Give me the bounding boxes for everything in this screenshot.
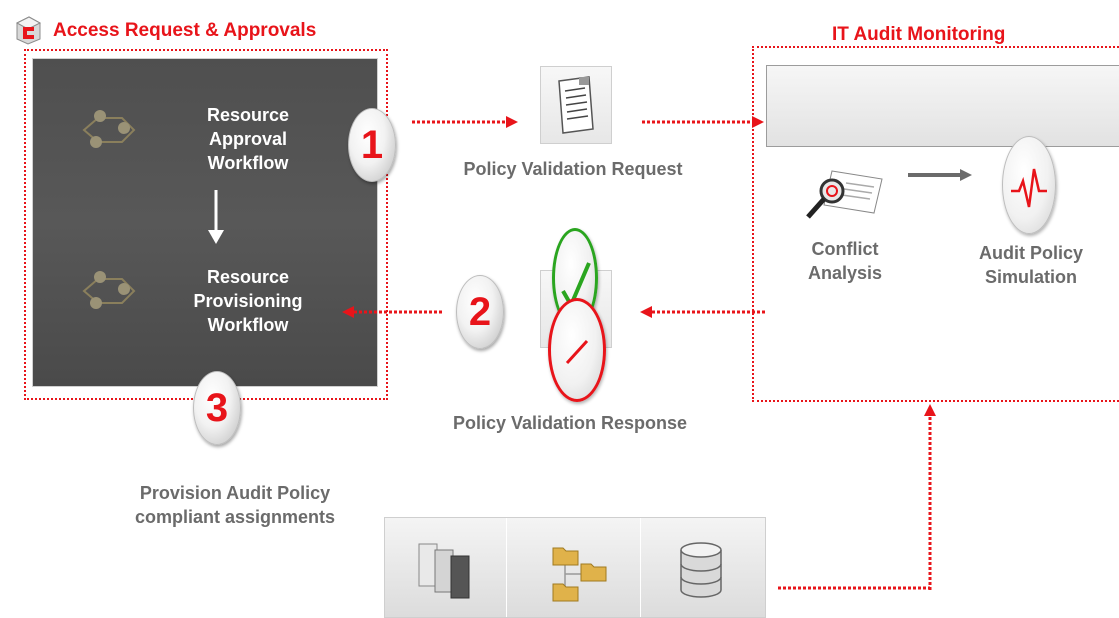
validation-request-label: Policy Validation Request <box>463 159 683 179</box>
workflow-down-arrow <box>206 190 226 246</box>
response-arrow-right <box>640 305 768 319</box>
request-arrow-left <box>410 115 520 129</box>
data-source-tray <box>384 517 766 618</box>
document-card <box>540 66 612 144</box>
folders-icon <box>552 547 607 602</box>
servers-icon <box>418 543 470 599</box>
logo-icon <box>14 15 42 45</box>
database-icon <box>680 542 722 598</box>
approval-workflow-label: Resource Approval Workflow <box>206 105 290 173</box>
tray-cell-folders <box>507 518 641 617</box>
tray-cell-servers <box>385 518 507 617</box>
validation-response-label: Policy Validation Response <box>452 413 688 433</box>
request-arrow-right <box>640 115 766 129</box>
provisioning-workflow-label: Resource Provisioning Workflow <box>193 267 303 335</box>
step-2-badge: 2 <box>456 275 504 349</box>
analysis-arrow <box>906 168 974 182</box>
tray-connector <box>776 402 936 596</box>
it-audit-title: IT Audit Monitoring <box>832 24 1006 45</box>
audit-header-bar <box>766 65 1119 147</box>
conflict-analysis-label: Conflict Analysis <box>807 239 883 283</box>
magnifier-icon <box>802 167 886 223</box>
document-icon <box>558 76 594 134</box>
workflow-panel <box>32 58 378 387</box>
provision-label: Provision Audit Policy compliant assignm… <box>134 483 336 527</box>
tray-cell-database <box>641 518 765 617</box>
workflow-icon <box>76 104 142 154</box>
block-icon <box>548 298 606 402</box>
step-1-badge: 1 <box>348 108 396 182</box>
response-arrow-left <box>342 305 446 319</box>
step-3-badge: 3 <box>193 371 241 445</box>
it-audit-frame <box>752 46 1119 402</box>
access-request-title: Access Request & Approvals <box>53 20 317 41</box>
audit-simulation-label: Audit Policy Simulation <box>978 243 1083 287</box>
workflow-icon <box>76 265 142 315</box>
pulse-icon <box>1002 136 1056 234</box>
